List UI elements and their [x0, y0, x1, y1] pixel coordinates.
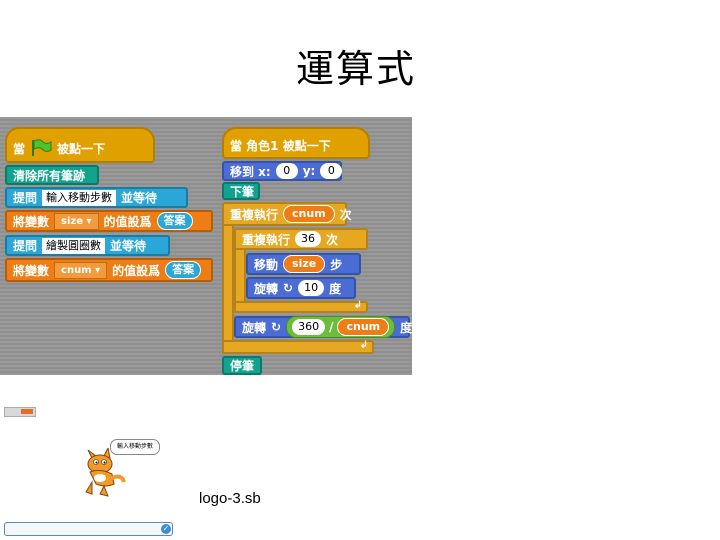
pen-down-label: 下筆: [230, 184, 255, 199]
check-icon[interactable]: ✓: [161, 524, 171, 534]
ask2-prefix: 提問: [13, 239, 38, 253]
repeat2-suffix: 次: [326, 232, 339, 247]
answer-reporter-2[interactable]: 答案: [165, 261, 202, 279]
ask2-input[interactable]: 繪製圓圈數: [42, 237, 106, 254]
repeat1-suffix: 次: [339, 207, 352, 222]
repeat-block-outer[interactable]: 重複執行 cnum 次: [222, 202, 352, 226]
ask2-suffix: 並等待: [110, 239, 147, 253]
divide-operator[interactable]: 360 / cnum: [286, 316, 396, 338]
clear-block[interactable]: 清除所有筆跡: [5, 165, 99, 185]
set2-variable-dropdown[interactable]: cnum ▾: [54, 261, 108, 279]
ask-block-1[interactable]: 提問 輸入移動步數 並等待: [5, 187, 188, 208]
set1-variable-dropdown[interactable]: size ▾: [54, 212, 99, 230]
turn1-suffix: 度: [329, 281, 342, 296]
turn-clockwise-icon: ↻: [283, 281, 294, 295]
when-sprite-clicked-block[interactable]: 當 角色1 被點一下: [222, 127, 370, 159]
divide-cnum-reporter[interactable]: cnum: [337, 318, 390, 336]
set-variable-block-2[interactable]: 將變數 cnum ▾ 的值設爲 答案: [5, 258, 213, 282]
repeat2-prefix: 重複執行: [242, 232, 291, 247]
repeat-inner-arm: [234, 248, 246, 304]
set-variable-block-1[interactable]: 將變數 size ▾ 的值設爲 答案: [5, 210, 213, 232]
speech-bubble: 輸入移動步數: [110, 439, 160, 455]
answer-input[interactable]: ✓: [4, 522, 173, 536]
pen-up-label: 停筆: [230, 359, 255, 373]
goto-xy-block[interactable]: 移到 x: 0 y: 0: [222, 161, 343, 181]
set1-mid: 的值設爲: [103, 214, 152, 229]
hat-suffix: 被點一下: [57, 141, 106, 156]
clear-label: 清除所有筆跡: [13, 168, 86, 183]
turn-clockwise-icon-2: ↻: [271, 320, 282, 334]
divide-left-input[interactable]: 360: [292, 319, 326, 335]
ask-block-2[interactable]: 提問 繪製圓圈數 並等待: [5, 235, 170, 256]
set2-var: cnum: [61, 264, 92, 276]
set2-mid: 的值設爲: [112, 263, 161, 278]
answer-reporter-1[interactable]: 答案: [156, 212, 193, 230]
turn-block-2[interactable]: 旋轉 ↻ 360 / cnum 度: [234, 316, 412, 338]
goto-prefix: 移到 x:: [230, 164, 271, 179]
repeat-outer-footer: ↲: [222, 340, 374, 354]
repeat1-cnum-reporter[interactable]: cnum: [283, 205, 335, 223]
variable-monitor: [4, 407, 36, 417]
turn2-suffix: 度: [400, 320, 412, 335]
set2-prefix: 將變數: [13, 263, 50, 278]
turn2-prefix: 旋轉: [242, 320, 267, 335]
repeat2-input[interactable]: 36: [295, 231, 322, 247]
cat-sprite-icon[interactable]: [78, 448, 126, 498]
green-flag-icon: [32, 139, 52, 156]
set1-prefix: 將變數: [13, 214, 50, 229]
turn-block-1[interactable]: 旋轉 ↻ 10 度: [246, 277, 356, 299]
turn1-input[interactable]: 10: [298, 280, 325, 296]
repeat-outer-arm: [222, 224, 234, 354]
turn1-prefix: 旋轉: [254, 281, 279, 296]
ask1-suffix: 並等待: [121, 191, 158, 205]
hat-prefix: 當: [13, 141, 26, 156]
set1-var: size: [61, 215, 83, 227]
move-prefix: 移動: [254, 257, 279, 272]
ask1-prefix: 提問: [13, 191, 38, 205]
move-suffix: 步: [330, 257, 343, 272]
pen-down-block[interactable]: 下筆: [222, 182, 260, 200]
goto-y-label: y:: [302, 164, 316, 178]
when-flag-clicked-block[interactable]: 當 被點一下: [5, 127, 155, 163]
pen-up-block[interactable]: 停筆: [222, 356, 262, 375]
goto-y-input[interactable]: 0: [320, 163, 343, 179]
repeat1-prefix: 重複執行: [230, 207, 279, 222]
slide-title: 運算式: [296, 47, 417, 91]
move-block[interactable]: 移動 size 步: [246, 253, 361, 275]
scripts-area[interactable]: 當 被點一下 清除所有筆跡 提問 輸入移動步數 並等待 將變數 size ▾ 的…: [0, 117, 412, 375]
sprite-hat-label: 當 角色1 被點一下: [230, 138, 331, 153]
repeat-block-inner[interactable]: 重複執行 36 次: [234, 228, 368, 250]
repeat-inner-footer: ↲: [234, 300, 368, 313]
loop-arrow-icon: ↲: [353, 300, 362, 311]
move-size-reporter[interactable]: size: [283, 255, 326, 273]
file-caption: logo-3.sb: [199, 490, 261, 507]
ask1-input[interactable]: 輸入移動步數: [42, 189, 117, 206]
divide-sign: /: [329, 320, 334, 334]
loop-arrow-icon-2: ↲: [359, 340, 368, 351]
goto-x-input[interactable]: 0: [275, 163, 298, 179]
